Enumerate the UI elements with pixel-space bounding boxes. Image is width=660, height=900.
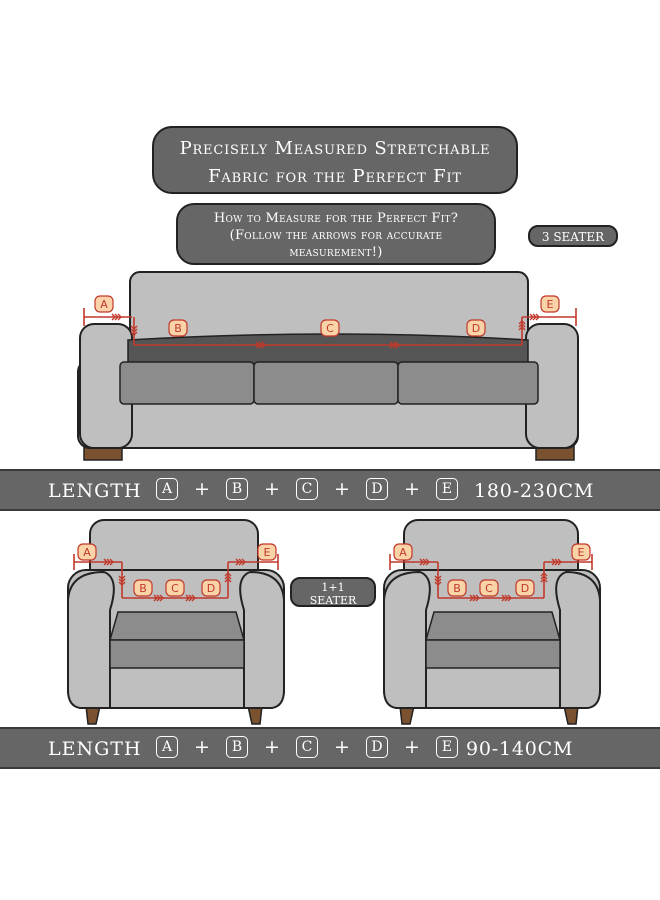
marker-c-chair-right: C [479,579,499,597]
part-a-chip: A [156,478,178,500]
part-b-chip: B [226,478,248,500]
armchair-right: A B C D E [383,519,601,725]
part-c-chip: C [296,736,318,758]
title-banner: Precisely Measured Stretchable Fabric fo… [152,126,518,194]
marker-b-chair-left: B [133,579,153,597]
three-seater-sofa: A B C D E [77,271,579,461]
marker-d-chair-right: D [515,579,535,597]
howto-line-1: How to Measure for the Perfect Fit? [213,211,459,226]
marker-d-3seater: D [466,319,486,337]
marker-e-chair-left: E [257,543,277,561]
plus-sign: + [194,478,210,500]
marker-b-chair-right: B [447,579,467,597]
part-b-chip: B [226,736,248,758]
part-c-chip: C [296,478,318,500]
marker-d-chair-left: D [201,579,221,597]
svg-text:A: A [83,546,91,559]
length-range-1plus1: 90-140CM [466,738,574,760]
part-d-chip: D [366,736,388,758]
plus-sign: + [194,736,210,758]
marker-c-chair-left: C [165,579,185,597]
marker-a-chair-left: A [77,543,97,561]
svg-text:C: C [326,322,334,335]
marker-e-3seater: E [540,295,560,313]
svg-text:C: C [171,582,179,595]
plus-sign: + [404,478,420,500]
svg-text:D: D [207,582,215,595]
length-formula: A + B + C + D + E [156,736,458,758]
length-bar-1plus1: LENGTH A + B + C + D + E 90-140CM [0,727,660,769]
svg-text:A: A [399,546,407,559]
seater-1plus1-line-2: SEATER [309,594,357,607]
svg-text:B: B [139,582,147,595]
plus-sign: + [334,478,350,500]
howto-banner: How to Measure for the Perfect Fit? (Fol… [176,203,496,265]
svg-text:B: B [174,322,182,335]
seater-3-tag: 3 SEATER [528,225,618,247]
length-label: LENGTH [48,738,142,760]
plus-sign: + [264,736,280,758]
length-bar-3seater: LENGTH A + B + C + D + E 180-230CM [0,469,660,511]
title-line-2: Fabric for the Perfect Fit [208,166,462,187]
plus-sign: + [404,736,420,758]
howto-line-2: (Follow the arrows for accurate [229,228,443,243]
svg-text:E: E [264,546,271,559]
marker-c-3seater: C [320,319,340,337]
part-e-chip: E [436,736,458,758]
length-formula: A + B + C + D + E [156,478,458,500]
armchair-left: A B C D E [67,519,285,725]
svg-text:E: E [547,298,554,311]
svg-text:D: D [521,582,529,595]
plus-sign: + [264,478,280,500]
svg-text:A: A [100,298,108,311]
title-line-1: Precisely Measured Stretchable [179,138,491,159]
plus-sign: + [334,736,350,758]
marker-e-chair-right: E [571,543,591,561]
marker-a-chair-right: A [393,543,413,561]
howto-line-3: measurement!) [289,245,383,260]
part-a-chip: A [156,736,178,758]
length-label: LENGTH [48,480,142,502]
svg-text:B: B [453,582,461,595]
sofa-cushion-3 [397,361,539,405]
sofa-cushion-2 [253,361,399,405]
marker-b-3seater: B [168,319,188,337]
svg-text:E: E [578,546,585,559]
svg-text:D: D [472,322,480,335]
seater-1plus1-tag: 1+1 SEATER [290,577,376,607]
seater-1plus1-line-1: 1+1 [321,581,345,594]
length-range-3seater: 180-230CM [474,480,595,502]
svg-text:C: C [485,582,493,595]
marker-a-3seater: A [94,295,114,313]
sofa-cushion-1 [119,361,255,405]
part-e-chip: E [436,478,458,500]
part-d-chip: D [366,478,388,500]
